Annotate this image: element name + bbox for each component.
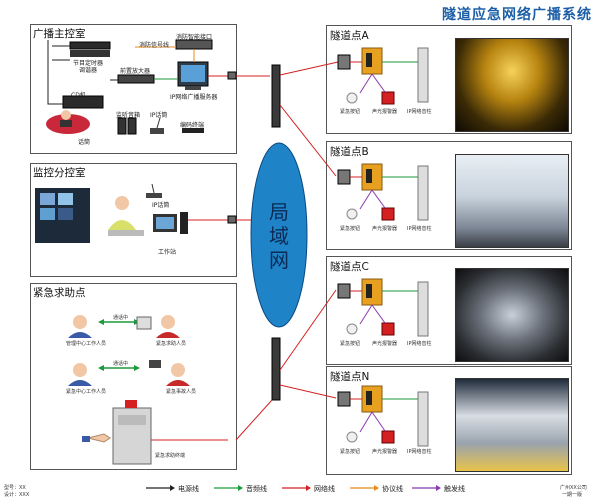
- tunnel-c-title: 隧道点C: [330, 261, 369, 273]
- ip-phone-icon: [150, 117, 164, 134]
- tuner-label: 调谐器: [79, 67, 98, 74]
- tunnel-a-button-label: 紧急按钮: [340, 109, 361, 115]
- encoder-label: 编码终端: [180, 122, 205, 129]
- operator-label: 话筒: [78, 139, 91, 146]
- cd-label: CD机: [71, 92, 86, 99]
- help-box-icon: [136, 316, 152, 330]
- video-wall-icon: [35, 188, 90, 243]
- tunnel-c-alarm-label: 声光报警器: [372, 341, 398, 347]
- tunnel-a-devices: [337, 47, 429, 105]
- fire-signal-label: 消防信号线: [139, 42, 170, 49]
- ip-phone-label: IP话筒: [150, 112, 168, 119]
- tunnel-b-button-label: 紧急按钮: [340, 226, 361, 232]
- workstation-label: 工作站: [158, 249, 177, 256]
- talking2-label: 通话中: [113, 361, 129, 367]
- tunnel-n-alarm-label: 声光报警器: [372, 449, 398, 455]
- backbone-switch-icon: [271, 64, 281, 401]
- pre-amp-label: 前置放大器: [120, 68, 151, 75]
- emergency-terminal-icon: [112, 400, 152, 465]
- program-timer-label: 节目定时器: [73, 60, 104, 67]
- person3-label: 紧急中心工作人员: [66, 389, 107, 395]
- tunnel-c-button-label: 紧急按钮: [340, 341, 361, 347]
- panel-broadcast-title: 广播主控室: [33, 28, 86, 40]
- operator-icon: [46, 110, 90, 134]
- talk-arrow-icon: [98, 319, 140, 371]
- tunnel-n-speaker-label: IP网络音柱: [407, 449, 432, 455]
- legend-audio: 音频线: [246, 485, 267, 493]
- tunnel-a-alarm-label: 声光报警器: [372, 109, 398, 115]
- tunnel-a-speaker-label: IP网络音柱: [407, 109, 432, 115]
- tunnel-a-title: 隧道点A: [330, 30, 369, 42]
- monitor-ip-phone-label: IP话筒: [152, 202, 170, 209]
- panel-monitor-title: 监控分控室: [33, 167, 86, 179]
- ip-server-label: IP网络广播服务器: [170, 94, 218, 101]
- person-icon: [68, 315, 190, 386]
- footer-right-2: 一期一版: [562, 492, 583, 498]
- footer-left-1: 型号：XX: [4, 485, 26, 491]
- tunnel-n-devices: [337, 385, 429, 447]
- pre-amp-icon: [117, 74, 155, 84]
- panel-emergency-title: 紧急求助点: [33, 287, 86, 299]
- rack-program-timer-icon: [69, 41, 111, 57]
- lan-label: 局域网: [269, 200, 289, 272]
- footer-left-2: 设计：XXX: [4, 492, 30, 498]
- tunnel-b-devices: [337, 163, 429, 221]
- workstation-icon: [153, 212, 188, 234]
- tunnel-b-title: 隧道点B: [330, 146, 369, 158]
- page-title: 隧道应急网络广播系统: [442, 7, 592, 23]
- hand-icon: [82, 433, 111, 443]
- talking1-label: 通话中: [113, 315, 129, 321]
- legend-trigger: 触发线: [444, 485, 465, 493]
- tunnel-b-speaker-label: IP网络音柱: [407, 226, 432, 232]
- tunnel-n-title: 隧道点N: [330, 371, 370, 383]
- person1-label: 管理中心工作人员: [66, 341, 107, 347]
- fire-interface-icon: [175, 39, 213, 50]
- operator-woman-icon: [108, 196, 144, 236]
- monitor-speaker-label: 监听音箱: [116, 112, 141, 119]
- lan-cloud: [250, 142, 308, 328]
- tunnel-b-photo: [455, 154, 569, 248]
- monitor-speaker-icon: [117, 117, 137, 135]
- tunnel-a-photo: [455, 38, 569, 132]
- encoder-icon: [182, 128, 204, 133]
- mic-icon: [146, 183, 162, 198]
- tunnel-n-photo: [455, 378, 569, 472]
- tunnel-c-devices: [337, 278, 429, 337]
- mic-small-icon: [149, 360, 161, 368]
- legend-network: 网络线: [314, 485, 335, 493]
- tunnel-n-button-label: 紧急按钮: [340, 449, 361, 455]
- tunnel-c-photo: [455, 268, 569, 362]
- tunnel-c-speaker-label: IP网络音柱: [407, 341, 432, 347]
- footer-right-1: 广州XX公司: [560, 485, 587, 491]
- legend-power: 电源线: [178, 485, 199, 493]
- terminal-label: 紧急求助终端: [155, 453, 186, 459]
- person4-label: 紧急事故人员: [166, 389, 197, 395]
- fire-interface-label: 消防智能接口: [176, 34, 213, 41]
- tunnel-b-alarm-label: 声光报警器: [372, 226, 398, 232]
- rack-cd-icon: [62, 95, 104, 109]
- ip-server-icon: [177, 61, 209, 90]
- legend-lines: [146, 485, 441, 491]
- legend-protocol: 协议线: [382, 485, 403, 493]
- person2-label: 紧急求助人员: [156, 341, 187, 347]
